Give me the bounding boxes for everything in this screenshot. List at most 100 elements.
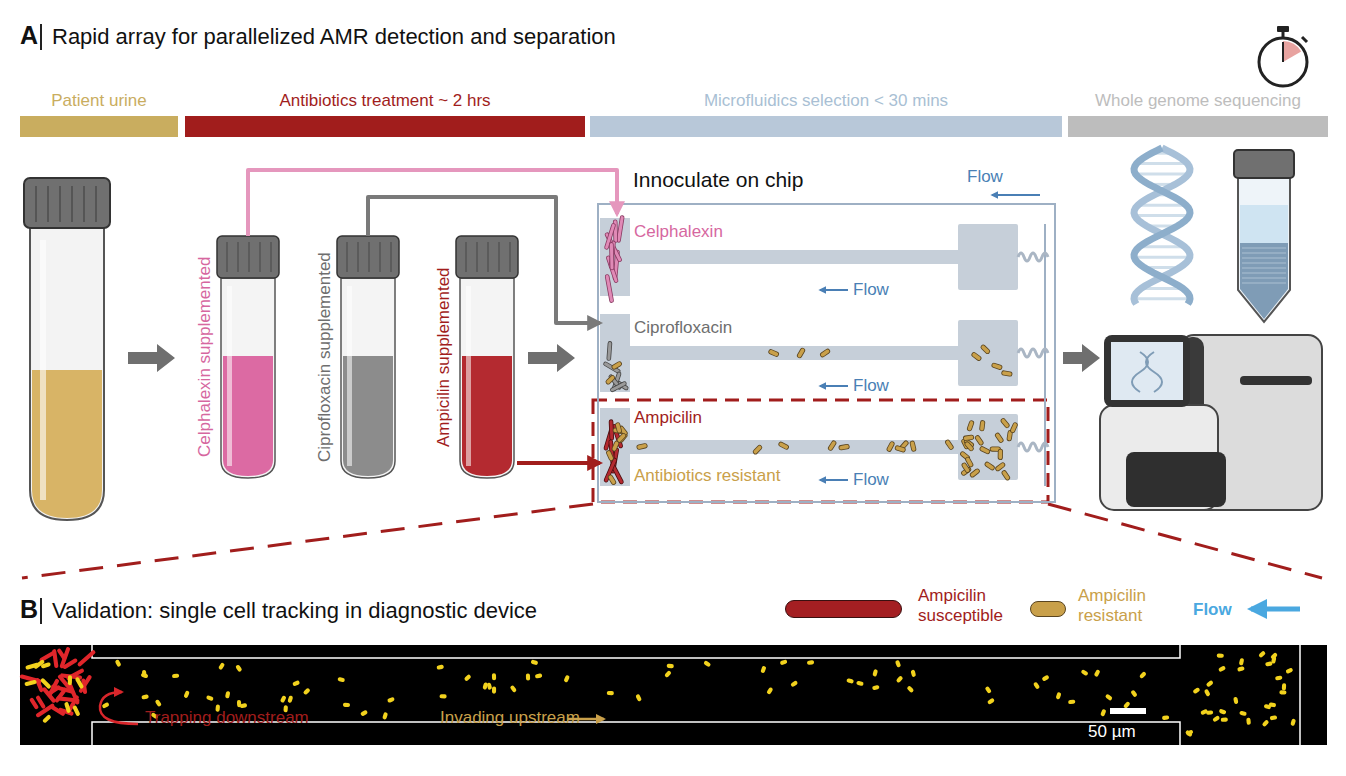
node-text: Whole genome sequencing: [1095, 91, 1301, 111]
bacterial-cell: [610, 244, 614, 268]
bacterial-cell: [512, 688, 514, 690]
tube-highlight: [466, 286, 471, 466]
cell-outline: [1096, 672, 1097, 675]
cap-rib: [357, 242, 359, 272]
cell-outline: [526, 675, 530, 678]
bacterial-cell: [607, 277, 611, 301]
cell-outline: [912, 443, 913, 449]
cap-rib: [368, 242, 370, 272]
bacterial-cell: [174, 674, 177, 677]
bacterial-cell: [1261, 653, 1263, 655]
cell-outline: [873, 671, 878, 674]
dna-rung: [1135, 214, 1190, 217]
dna-rung: [1138, 204, 1186, 207]
panel-separator: [40, 24, 42, 50]
cell-outline: [849, 679, 852, 684]
bacterial-cell: [994, 365, 1000, 367]
cell-outline: [157, 702, 159, 704]
cell-outline: [621, 428, 625, 433]
bacterial-cell: [493, 675, 496, 678]
bacterial-cell: [1223, 718, 1226, 721]
cell-outline: [117, 662, 118, 665]
dna-rung: [1134, 297, 1190, 300]
node-text: Celphalexin supplemented: [195, 236, 215, 478]
chip-channel: CelphalexinFlow: [600, 214, 1047, 302]
panel-letter: A: [20, 21, 38, 50]
cell-outline: [1036, 684, 1038, 686]
cell-outline: [483, 685, 488, 688]
timer-wedge: [1283, 41, 1301, 62]
cell-outline: [174, 674, 177, 678]
bacterial-cell: [762, 668, 765, 671]
bacterial-cell: [345, 704, 348, 707]
bacterial-cell: [144, 695, 147, 698]
connector-arrow: [248, 170, 617, 236]
connector-arrow: [517, 461, 600, 465]
cell-outline: [1281, 690, 1284, 694]
bacterial-cell: [1219, 654, 1222, 657]
bacterial-cell: [66, 704, 68, 711]
cell-outline: [667, 673, 669, 675]
cell-outline: [142, 672, 147, 675]
cell-outline: [237, 702, 241, 705]
cell-outline: [831, 443, 834, 448]
bacterial-cell: [1203, 711, 1206, 712]
bacterial-cell: [65, 661, 75, 667]
bacterial-cell: [1288, 670, 1291, 671]
legend-text: Ampicilin susceptible: [918, 586, 1018, 625]
cap-rib: [35, 186, 37, 222]
sample-tube-body: [1238, 175, 1290, 322]
cap-rib: [487, 242, 489, 272]
cell-outline: [614, 443, 616, 448]
cell-outline: [1207, 691, 1208, 694]
timer-knob: [1277, 26, 1289, 32]
channel-band: [630, 440, 960, 454]
cell-outline: [809, 660, 812, 664]
bacterial-cell: [75, 708, 78, 714]
bacterial-cell: [1215, 718, 1217, 720]
cell-outline: [1282, 685, 1286, 688]
cell-outline: [909, 688, 911, 690]
bacterial-cell: [621, 428, 625, 433]
bacterial-cell: [612, 384, 624, 390]
bacterial-cell: [609, 453, 611, 458]
cell-outline: [771, 352, 776, 354]
tube-cap: [217, 236, 279, 278]
bacterial-cell: [488, 685, 491, 688]
bacterial-cell: [998, 435, 1001, 440]
panel-letter: B: [20, 595, 38, 624]
bacterial-cell: [1242, 712, 1245, 715]
bacterial-cell: [912, 672, 915, 675]
cell-outline: [1004, 473, 1007, 478]
sample-stripe: [1242, 267, 1286, 269]
bacterial-cell: [610, 477, 613, 482]
tube-cap: [337, 236, 399, 278]
cell-outline: [609, 343, 610, 358]
flow-arrow: [820, 385, 848, 387]
timeline-band: Whole genome sequencing: [1068, 116, 1328, 137]
bacterial-cell: [614, 364, 619, 367]
bacterial-cell: [608, 378, 612, 382]
process-arrow: [1063, 344, 1100, 372]
sample-liquid-top: [1240, 205, 1288, 243]
timer-button: [1302, 37, 1307, 42]
cap-rib: [259, 242, 261, 272]
bacterial-cell: [639, 446, 645, 447]
trap-region: [600, 218, 630, 296]
cell-outline: [992, 446, 998, 451]
flow-arrow: [992, 194, 1040, 196]
sample-stripe: [1242, 277, 1286, 279]
cell-outline: [1219, 654, 1222, 658]
bacterial-cell: [667, 673, 669, 675]
bacterial-cell: [614, 443, 616, 448]
bacterial-cell: [964, 465, 967, 470]
bacterial-cell: [69, 677, 72, 683]
cell-outline: [638, 696, 639, 699]
cap-rib: [95, 186, 97, 222]
node-text: Ciprofloxacin supplemented: [315, 236, 335, 478]
cell-outline: [340, 677, 343, 682]
cell-outline: [1133, 692, 1135, 694]
bacterial-cell: [221, 665, 223, 668]
cell-outline: [1103, 711, 1104, 714]
